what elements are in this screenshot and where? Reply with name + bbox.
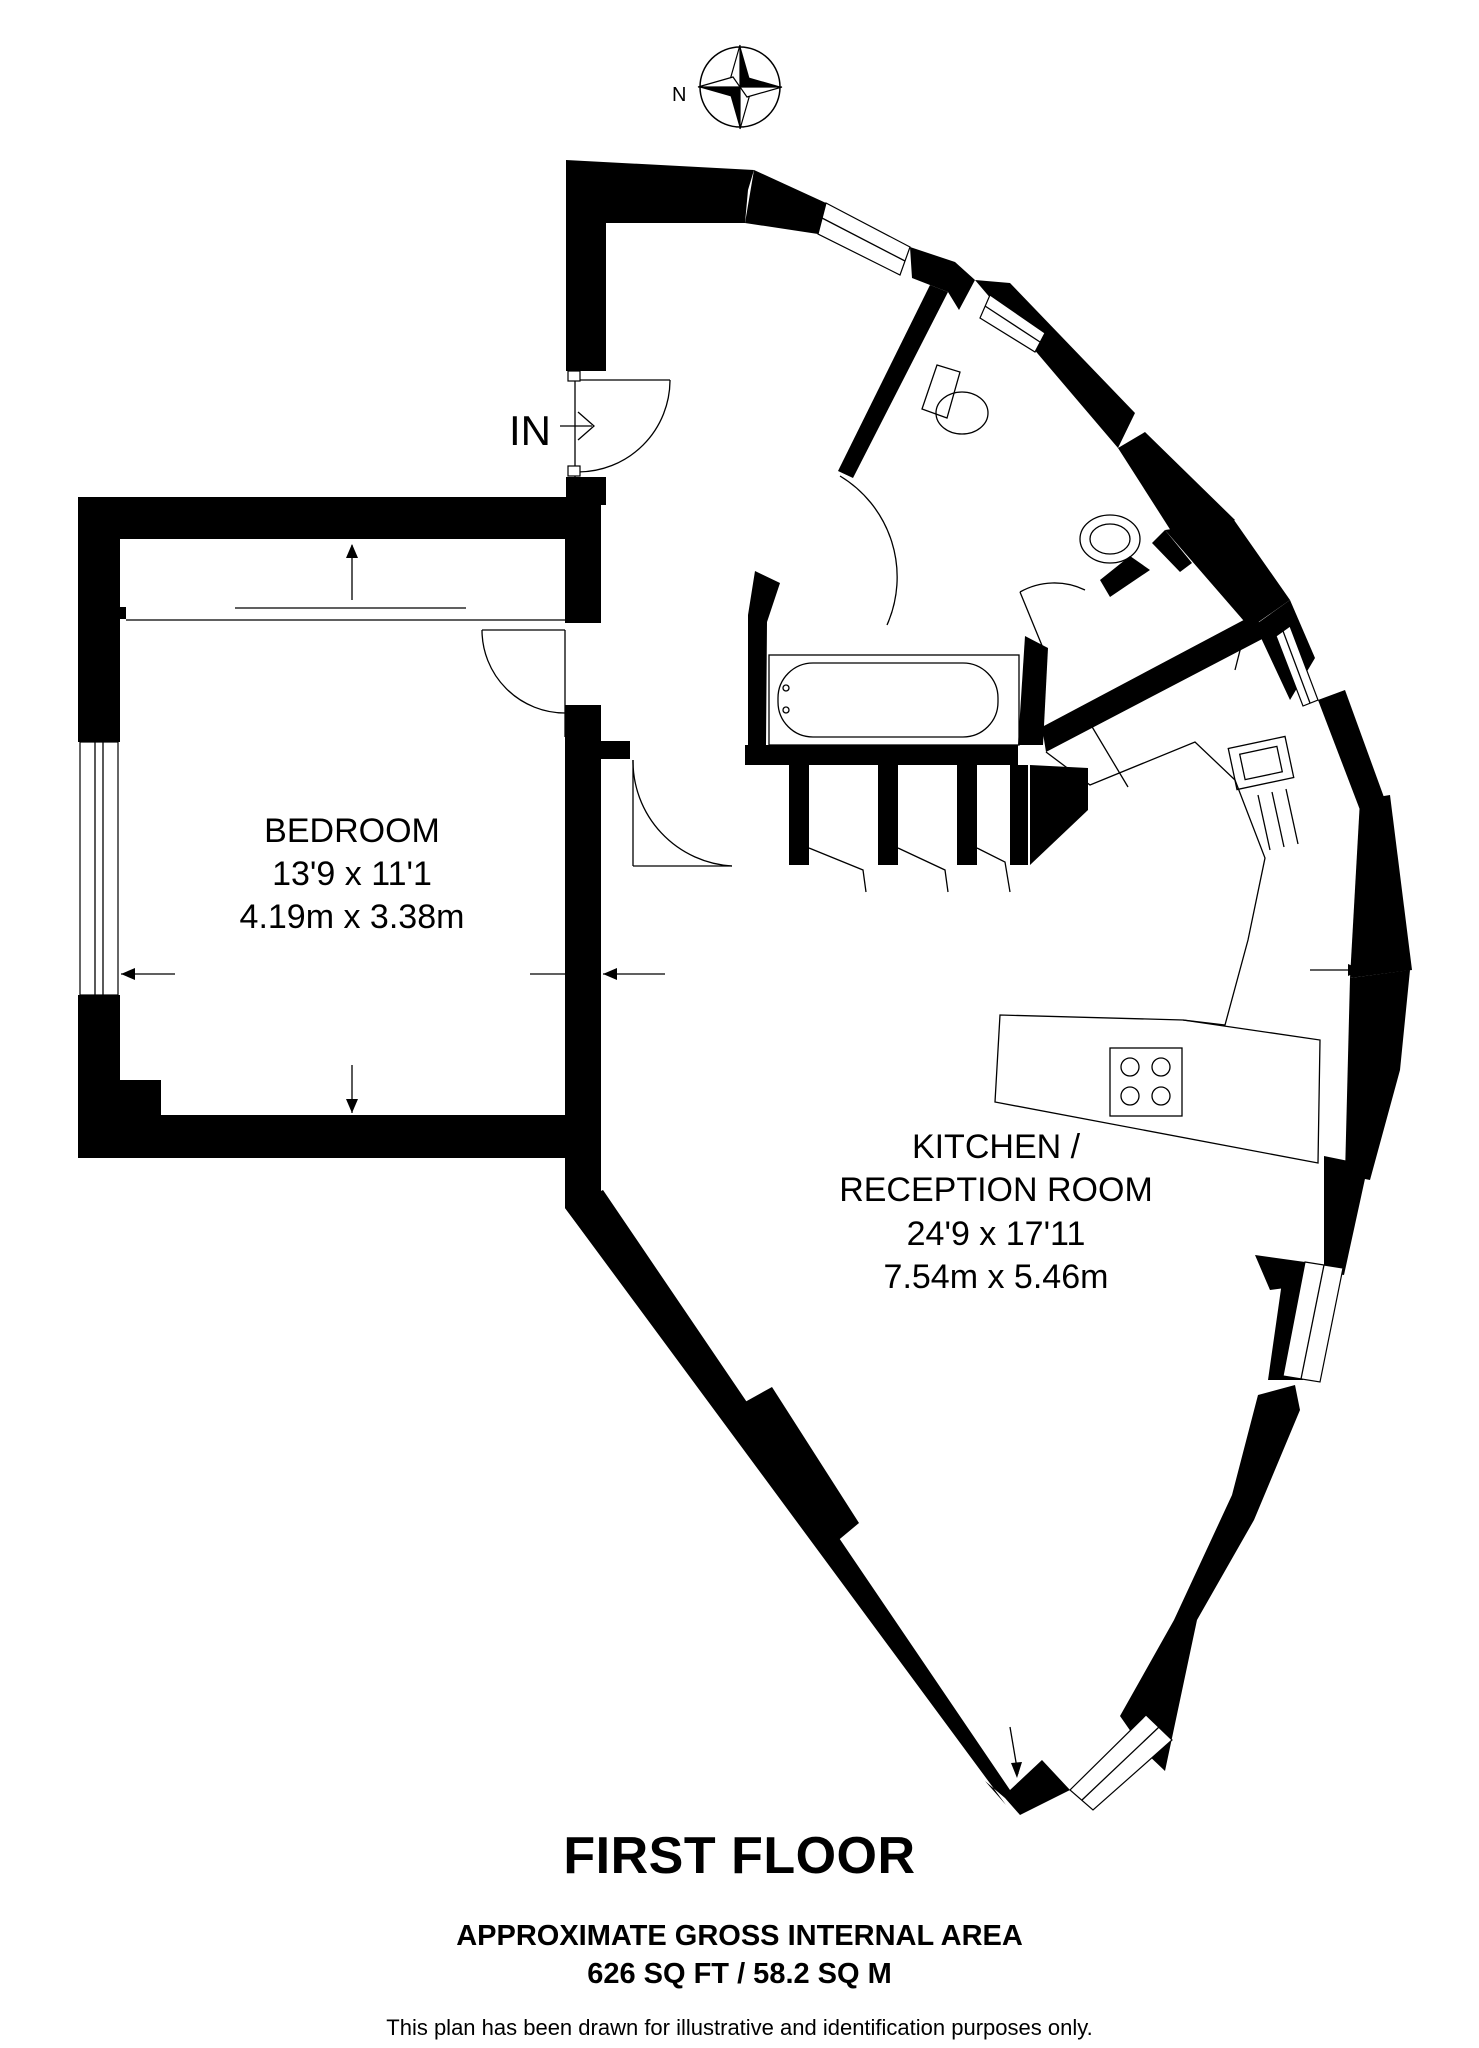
toilet-icon [921,364,989,435]
area-heading: APPROXIMATE GROSS INTERNAL AREA [456,1920,1023,1952]
entrance-label: IN [509,407,551,454]
bedroom-label: BEDROOM 13'9 x 11'1 4.19m x 3.38m [240,812,465,936]
bathroom-walls [745,170,1266,765]
floor-title: FIRST FLOOR [563,1827,916,1885]
area-value: 626 SQ FT / 58.2 SQ M [587,1958,892,1990]
kitchen-units [994,719,1321,1164]
kitchen-metric: 7.54m x 5.46m [884,1258,1109,1296]
bath-tub [768,654,1020,746]
entrance-walls [566,160,754,759]
ensuite-door [1019,582,1086,649]
hall-door [632,759,733,867]
kitchen-name-line2: RECEPTION ROOM [839,1171,1153,1209]
kitchen-dimension-arrows [603,616,1362,1778]
bedroom-window [79,741,119,996]
north-compass-icon [697,44,783,130]
kitchen-reception-walls [565,280,1412,1815]
basin-icon [1079,514,1141,564]
kitchen-reception-label: KITCHEN / RECEPTION ROOM 24'9 x 17'11 7.… [839,1128,1153,1296]
bedroom-dimension-arrows [121,968,584,1113]
entrance-marker: IN [509,407,595,454]
cupboards [789,765,1088,893]
bedroom-metric: 4.19m x 3.38m [240,898,465,936]
entrance-door [567,370,671,477]
disclaimer: This plan has been drawn for illustrativ… [386,2015,1093,2040]
sink-icon [1227,735,1299,851]
bedroom-wardrobe [120,544,587,621]
kitchen-windows [817,202,1344,1811]
north-label: N [672,84,686,106]
bedroom-imperial: 13'9 x 11'1 [272,855,432,893]
kitchen-imperial: 24'9 x 17'11 [907,1215,1086,1253]
bedroom-name: BEDROOM [264,812,440,850]
bedroom-door [481,629,566,737]
bedroom-walls [78,497,601,1208]
hob-icon [1109,1047,1183,1117]
bathroom-door [839,475,898,626]
kitchen-name-line1: KITCHEN / [912,1128,1081,1166]
